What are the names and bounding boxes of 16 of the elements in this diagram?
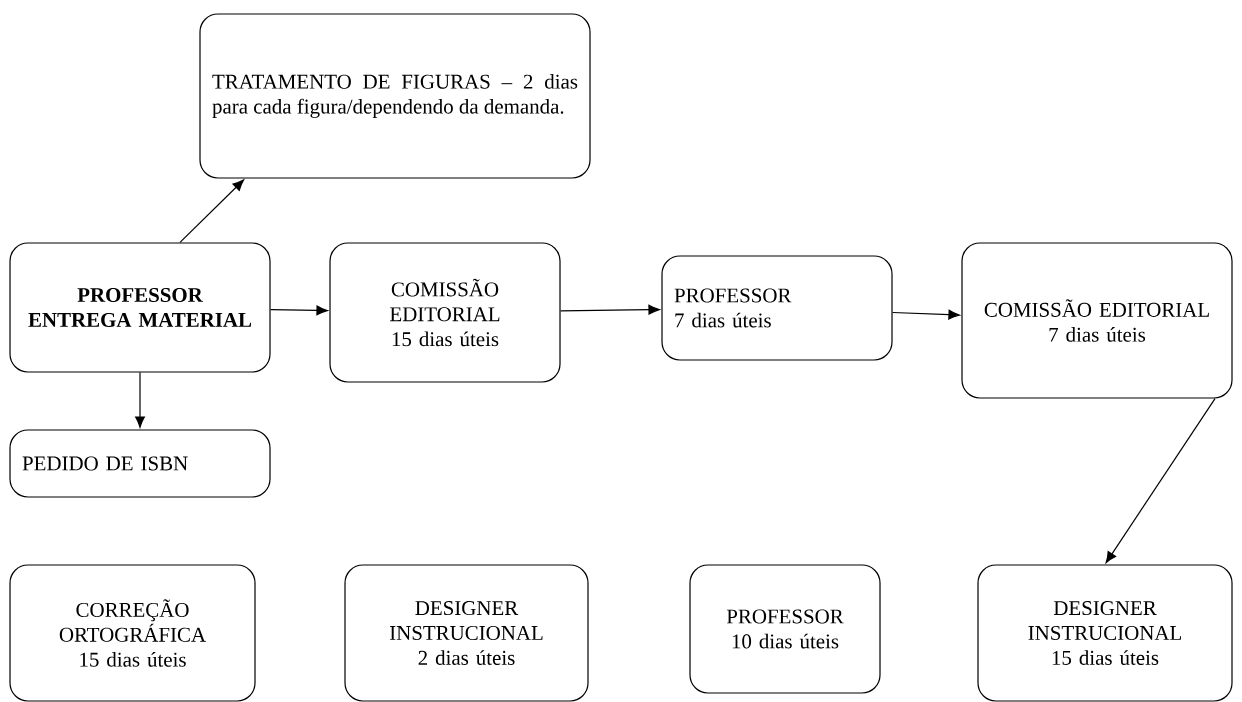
process-box: PEDIDO DE ISBN bbox=[9, 429, 271, 498]
arrow bbox=[270, 305, 328, 316]
arrow bbox=[892, 309, 960, 320]
arrow bbox=[179, 179, 245, 243]
process-box: DESIGNER INSTRUCIONAL 2 dias úteis bbox=[344, 564, 589, 702]
process-box: DESIGNER INSTRUCIONAL 15 dias úteis bbox=[977, 564, 1233, 702]
process-box: COMISSÃO EDITORIAL 7 dias úteis bbox=[961, 242, 1233, 399]
process-box: COMISSÃO EDITORIAL 15 dias úteis bbox=[329, 242, 561, 383]
process-box: PROFESSOR 10 dias úteis bbox=[689, 564, 881, 694]
arrow bbox=[135, 372, 145, 428]
arrow bbox=[560, 304, 660, 315]
process-box: CORREÇÃO ORTOGRÁFICA 15 dias úteis bbox=[9, 564, 256, 702]
arrow bbox=[1105, 398, 1216, 564]
process-box: PROFESSOR ENTREGA MATERIAL bbox=[9, 242, 271, 373]
process-box: TRATAMENTO DE FIGURAS – 2 dias para cada figura/dependendo da demanda. bbox=[199, 13, 591, 179]
process-box: PROFESSOR 7 dias úteis bbox=[661, 255, 893, 361]
